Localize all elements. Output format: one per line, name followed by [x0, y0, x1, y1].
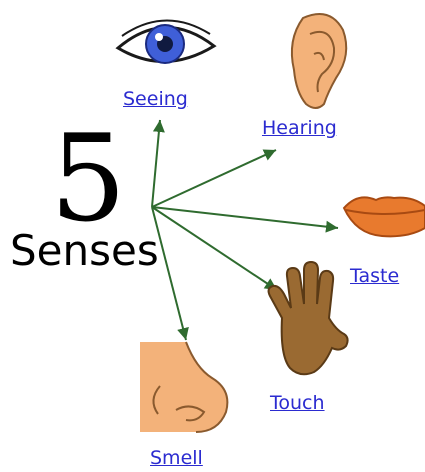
eye-icon — [118, 20, 214, 63]
five-number: 5 — [50, 120, 126, 240]
seeing-link[interactable]: Seeing — [123, 88, 188, 110]
senses-title: Senses — [10, 228, 159, 274]
lips-icon — [344, 197, 425, 236]
taste-link[interactable]: Taste — [350, 265, 399, 287]
smell-link[interactable]: Smell — [150, 447, 203, 469]
hand-icon — [269, 262, 348, 374]
arrow-to-hearing — [152, 150, 276, 207]
arrow-to-seeing — [152, 120, 160, 207]
touch-link[interactable]: Touch — [270, 392, 325, 414]
nose-icon — [140, 342, 227, 432]
hearing-link[interactable]: Hearing — [262, 117, 337, 139]
ear-icon — [292, 14, 346, 108]
